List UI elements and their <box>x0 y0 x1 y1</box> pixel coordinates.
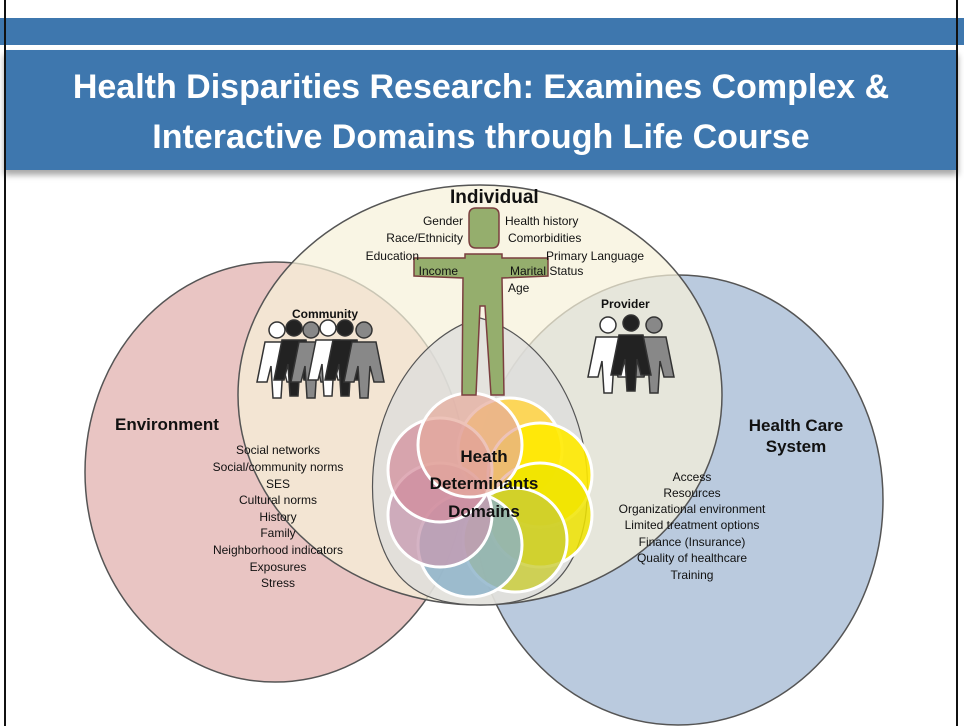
environment-item: SES <box>266 477 290 491</box>
community-people-icon <box>256 319 385 399</box>
health-care-item: Limited treatment options <box>625 518 760 532</box>
provider-heading: Provider <box>601 297 650 311</box>
title-banner <box>4 50 958 170</box>
health-care-system-heading-line-2: System <box>766 437 826 456</box>
environment-item: Cultural norms <box>239 493 317 507</box>
health-care-item: Organizational environment <box>619 502 766 516</box>
individual-heading: Individual <box>450 187 539 208</box>
health-care-item: Finance (Insurance) <box>639 535 746 549</box>
slide-title: Health Disparities Research: Examines Co… <box>4 62 958 162</box>
determinants-flower <box>386 391 594 599</box>
individual-item: Health history <box>505 214 578 228</box>
environment-item: Neighborhood indicators <box>213 543 343 557</box>
individual-figure <box>413 207 549 396</box>
individual-item: Marital Status <box>510 264 583 278</box>
environment-item: Social/community norms <box>213 460 344 474</box>
environment-item: Family <box>260 526 295 540</box>
environment-list: Social networks Social/community norms S… <box>213 443 344 590</box>
title-line-2: Interactive Domains through Life Course <box>152 118 810 156</box>
individual-item: Education <box>366 249 419 263</box>
health-care-item: Quality of healthcare <box>637 551 747 565</box>
individual-item: Income <box>419 264 459 278</box>
environment-item: Stress <box>261 576 295 590</box>
center-label-line-3: Domains <box>448 502 520 521</box>
health-care-system-list: Access Resources Organizational environm… <box>619 470 766 582</box>
individual-right-list: Health history Comorbidities Primary Lan… <box>505 214 644 295</box>
individual-item: Age <box>508 281 530 295</box>
title-line-1: Health Disparities Research: Examines Co… <box>72 68 890 106</box>
health-care-item: Training <box>671 568 714 582</box>
individual-item: Gender <box>423 214 463 228</box>
health-care-item: Resources <box>663 486 720 500</box>
environment-item: Exposures <box>250 560 307 574</box>
health-care-item: Access <box>673 470 712 484</box>
community-heading: Community <box>292 307 358 321</box>
environment-item: Social networks <box>236 443 320 457</box>
top-accent-bar <box>0 18 964 45</box>
individual-item: Comorbidities <box>508 231 581 245</box>
center-label: Heath Determinants Domains <box>430 447 539 521</box>
individual-item: Race/Ethnicity <box>386 231 463 245</box>
individual-left-list: Gender Race/Ethnicity Education Income <box>366 214 463 278</box>
slide-frame <box>4 0 958 726</box>
center-label-line-2: Determinants <box>430 474 539 493</box>
individual-item: Primary Language <box>546 249 644 263</box>
center-label-line-1: Heath <box>460 447 507 466</box>
environment-heading: Environment <box>115 415 219 434</box>
environment-item: History <box>259 510 296 524</box>
health-care-system-heading-line-1: Health Care <box>749 416 843 435</box>
provider-people-icon <box>587 314 675 394</box>
